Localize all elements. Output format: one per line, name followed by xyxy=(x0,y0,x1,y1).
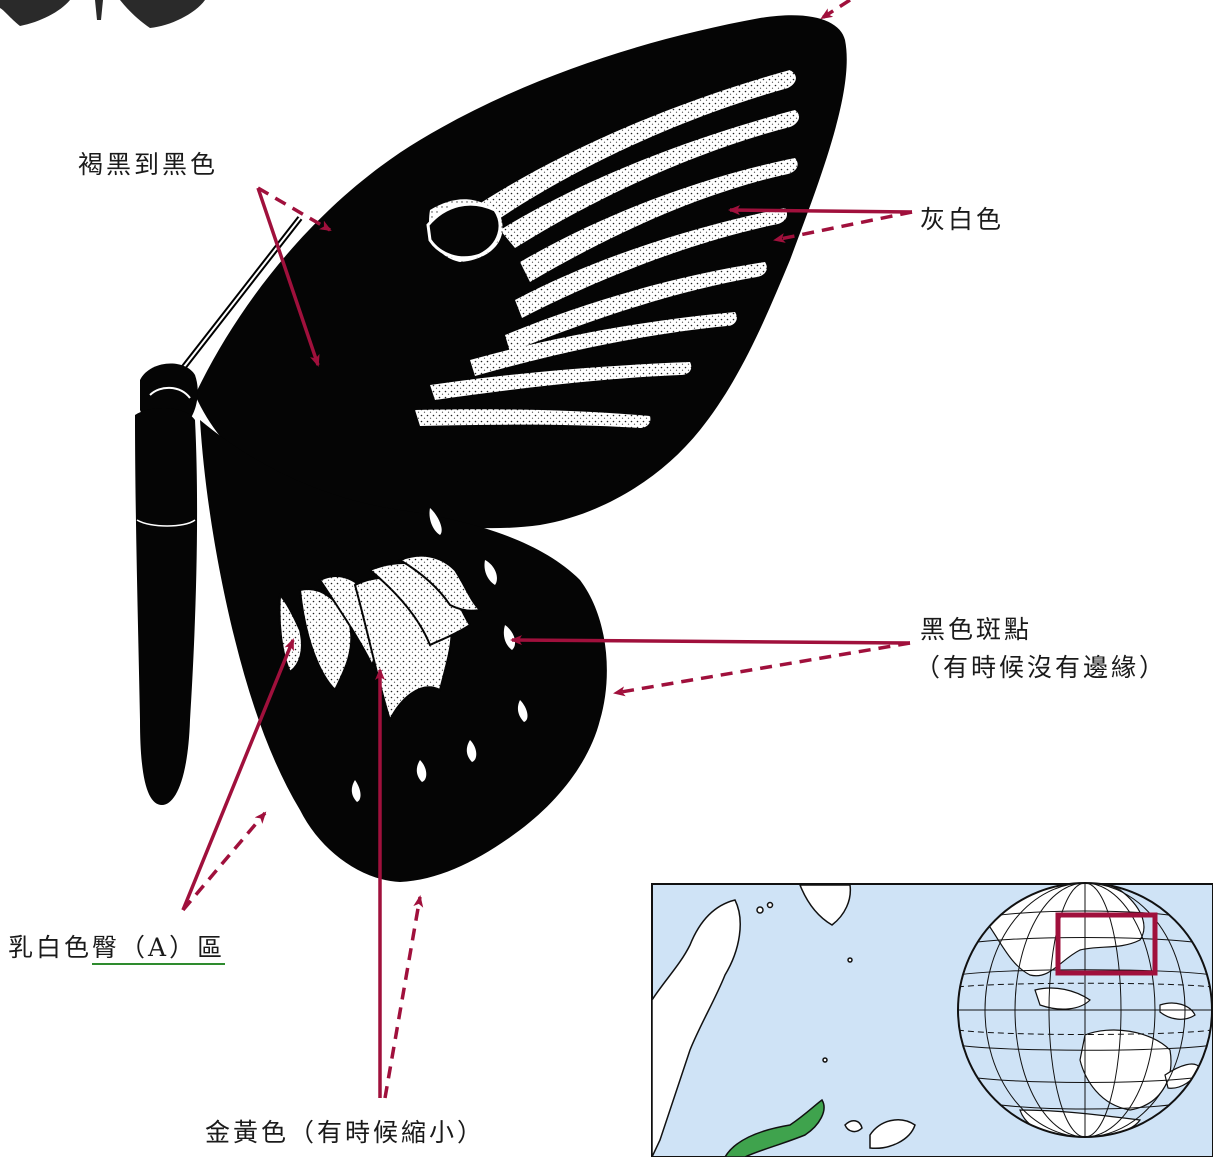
label-gray-white: 灰白色 xyxy=(920,205,1005,234)
label-black-spots: 黑色斑點 xyxy=(920,615,1033,644)
hindwing-pale-patch xyxy=(278,554,483,723)
globe-locator-icon xyxy=(957,882,1213,1138)
label-black-spots-note: （有時候沒有邊緣） xyxy=(915,653,1168,682)
label-creamy-anal-area: 乳白色臀（A）區 xyxy=(8,928,226,965)
butterfly-illustration xyxy=(135,15,847,890)
annotation-arrows xyxy=(181,0,913,1099)
label-golden: 金黃色（有時候縮小） xyxy=(205,1118,486,1147)
globe-region-frame xyxy=(1055,912,1158,976)
label-creamy-prefix: 乳白色 xyxy=(8,933,93,962)
abdomen xyxy=(135,408,198,805)
label-anal-area-term: 臀（A）區 xyxy=(92,933,226,965)
range-highlight xyxy=(723,1098,825,1158)
label-brown-black: 褐黑到黑色 xyxy=(78,150,219,179)
forewing xyxy=(195,15,847,529)
hindwing-white-marks xyxy=(351,508,528,802)
adjacent-specimen-fragment xyxy=(0,0,205,28)
